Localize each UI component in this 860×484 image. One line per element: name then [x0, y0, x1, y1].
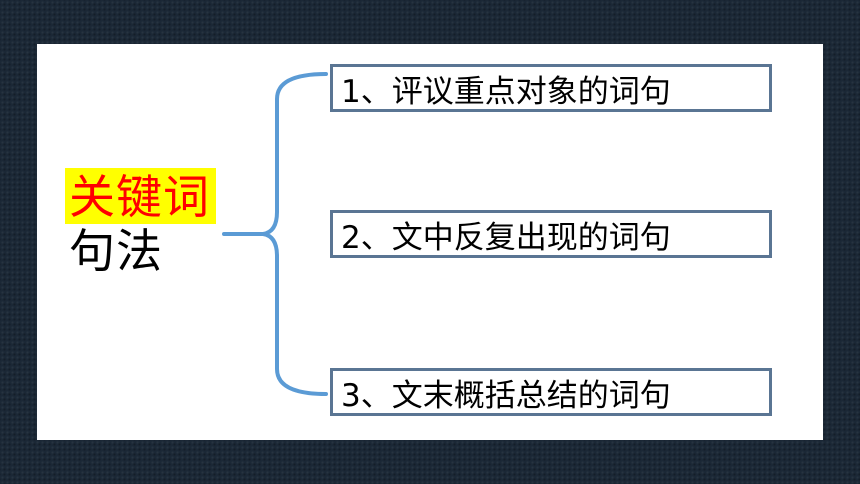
slide-canvas: 关键词 句法 1、评议重点对象的词句 2、文中反复出现的词句 3、文末概括总结的…	[37, 44, 823, 440]
item-box-2: 2、文中反复出现的词句	[330, 210, 772, 258]
keyword-block: 关键词 句法	[65, 168, 216, 274]
item-box-1: 1、评议重点对象的词句	[330, 64, 772, 112]
sub-keyword: 句法	[69, 224, 163, 278]
item-label-2: 2、文中反复出现的词句	[341, 219, 671, 256]
item-box-3: 3、文末概括总结的词句	[330, 368, 772, 416]
item-label-3: 3、文末概括总结的词句	[341, 377, 671, 414]
item-label-1: 1、评议重点对象的词句	[341, 73, 671, 110]
highlighted-keyword: 关键词	[65, 168, 216, 224]
brace-path	[222, 72, 328, 396]
